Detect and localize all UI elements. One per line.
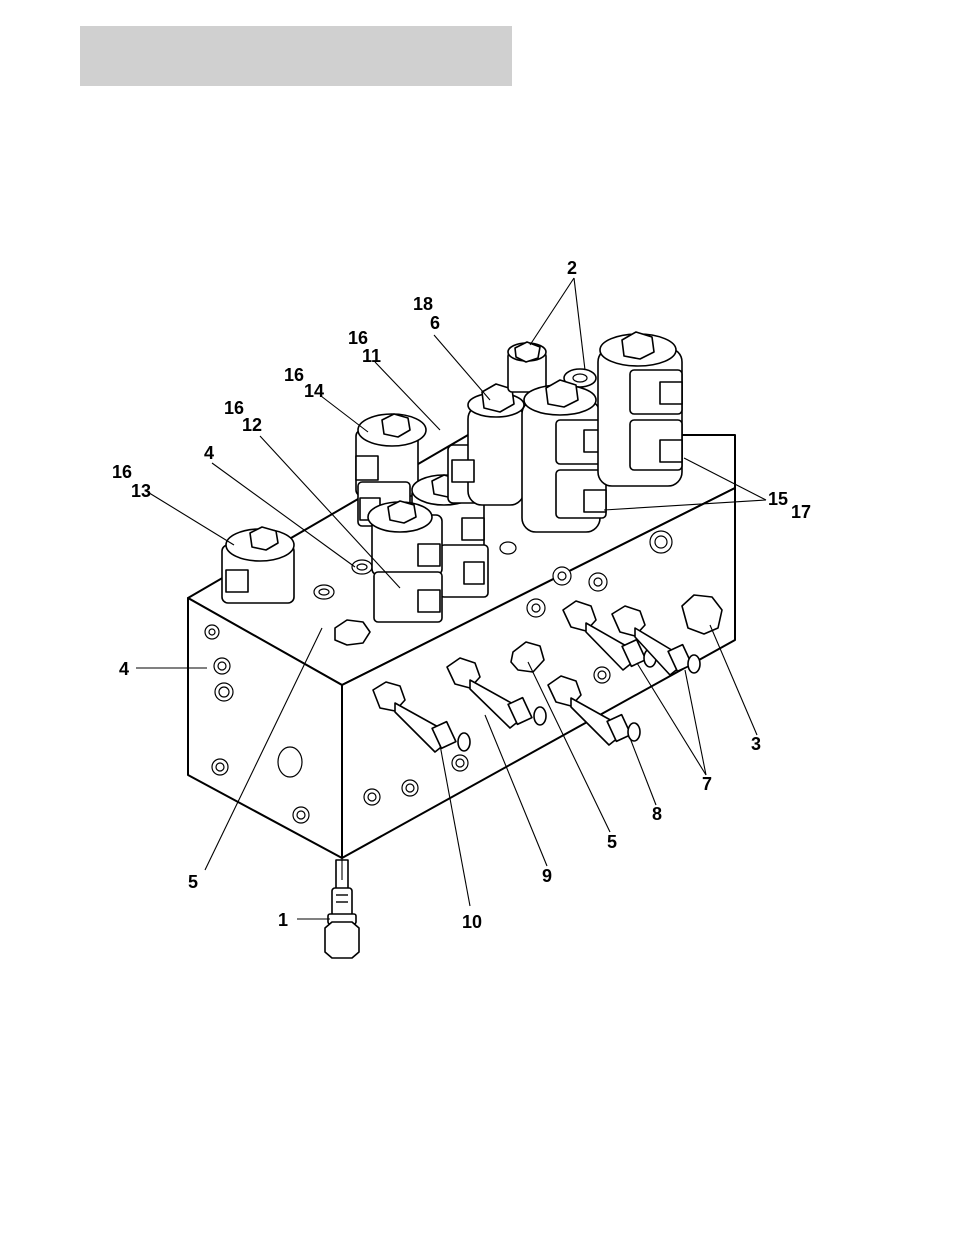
solenoid-valve-13 [222, 527, 294, 603]
callout-10: 10 [462, 912, 482, 932]
callout-16b: 16 [284, 365, 304, 385]
solenoid-valve-12 [368, 501, 442, 622]
callout-16a: 16 [348, 328, 368, 348]
cartridge-6 [448, 384, 524, 505]
callout-13: 13 [131, 481, 151, 501]
solenoid-valve-15b [598, 332, 682, 486]
hex-plug-2a [508, 342, 546, 392]
callout-16c: 16 [224, 398, 244, 418]
callout-18: 18 [413, 294, 433, 314]
callout-16d: 16 [112, 462, 132, 482]
solenoid-valve-15a [522, 380, 606, 532]
callout-2: 2 [567, 258, 577, 278]
callout-12: 12 [242, 415, 262, 435]
callout-4a: 4 [204, 443, 214, 463]
callout-7: 7 [702, 774, 712, 794]
callout-5a: 5 [188, 872, 198, 892]
callout-3: 3 [751, 734, 761, 754]
callout-15: 15 [768, 489, 788, 509]
hex-plug-top [335, 620, 370, 645]
callout-11: 11 [362, 346, 381, 366]
callout-9: 9 [542, 866, 552, 886]
callout-14: 14 [304, 381, 324, 401]
callout-17: 17 [791, 502, 811, 522]
callout-8: 8 [652, 804, 662, 824]
callout-6: 6 [430, 313, 440, 333]
callout-5b: 5 [607, 832, 617, 852]
callout-4b: 4 [119, 659, 129, 679]
callout-1: 1 [278, 910, 288, 930]
